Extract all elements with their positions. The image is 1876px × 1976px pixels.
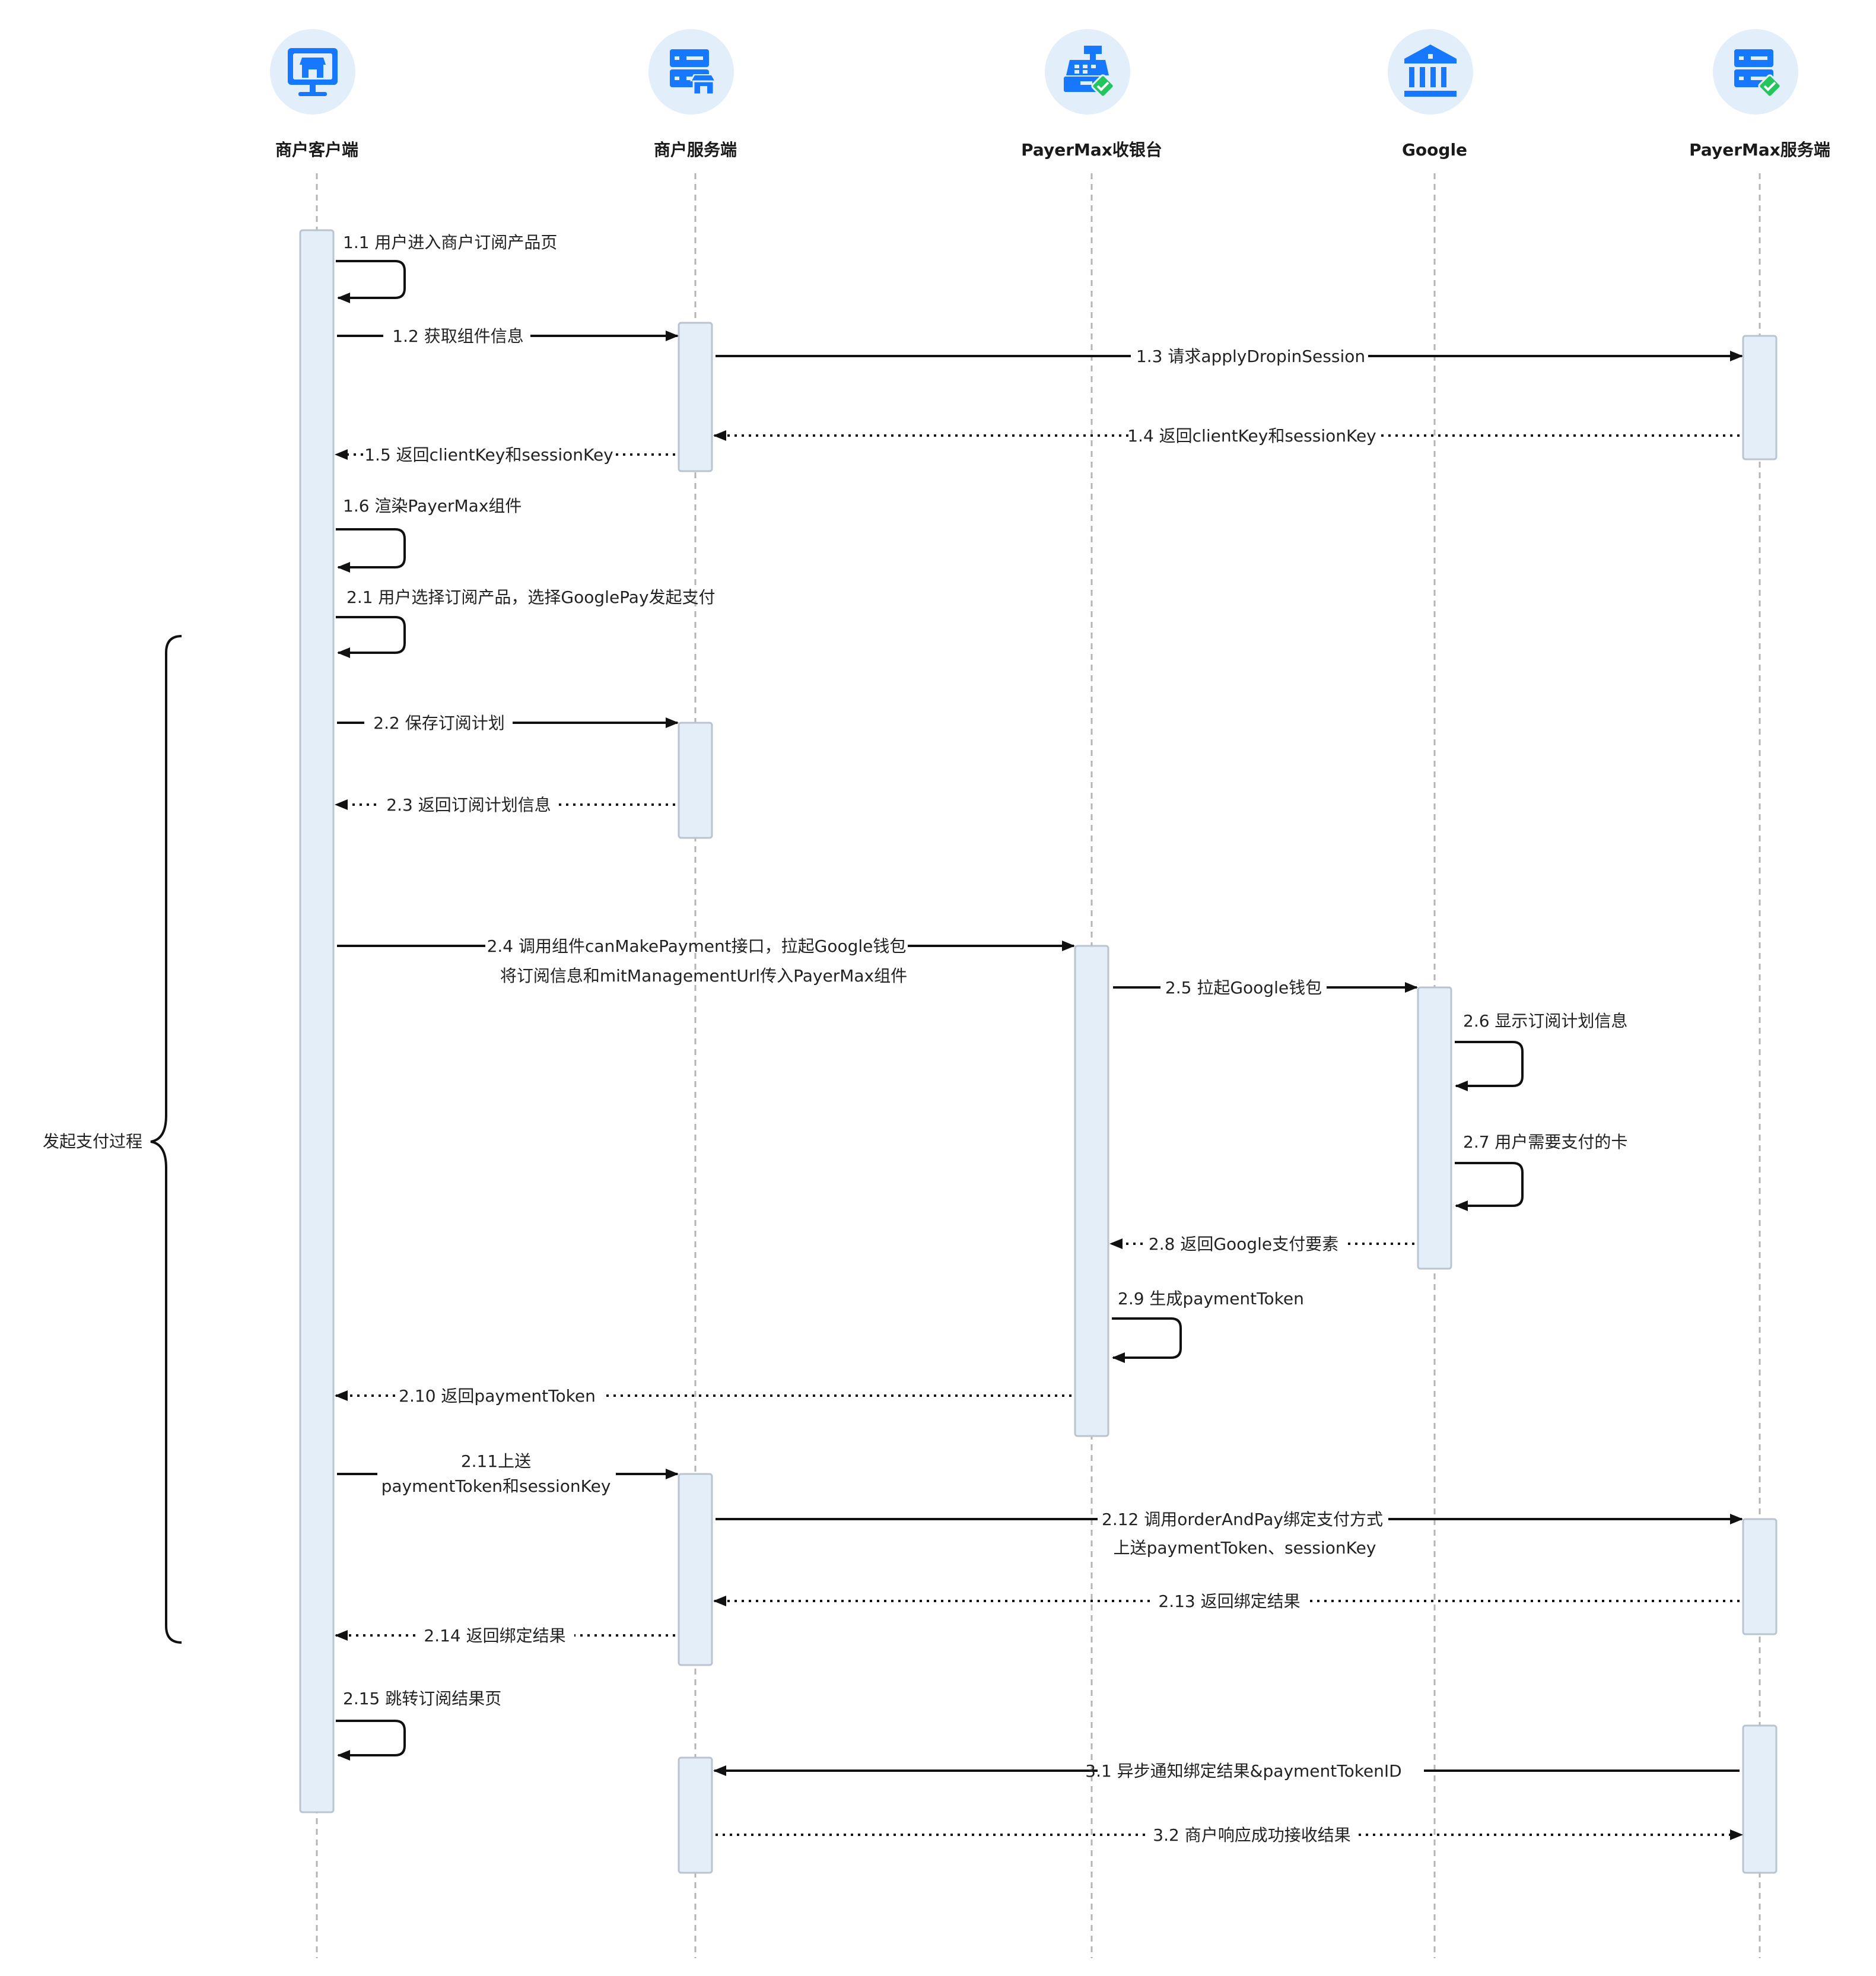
message-label-line2: 将订阅信息和mitManagementUrl传入PayerMax组件 <box>500 966 907 986</box>
message-label: 3.2 商户响应成功接收结果 <box>1153 1825 1350 1845</box>
message-1-1: 1.1 用户进入商户订阅产品页 <box>336 233 557 303</box>
activation-bars <box>299 229 1778 1874</box>
participant-payermax-server: PayerMax服务端 <box>1689 29 1830 160</box>
message-label: 2.15 跳转订阅结果页 <box>343 1689 501 1708</box>
participant-google: Google <box>1388 29 1473 160</box>
message-label: 3.1 异步通知绑定结果&paymentTokenID <box>1085 1761 1401 1781</box>
message-label-line2: 上送paymentToken、sessionKey <box>1114 1538 1376 1558</box>
message-label: 1.6 渲染PayerMax组件 <box>343 496 522 516</box>
activation-payermax-cashier <box>1074 945 1109 1437</box>
message-1-4: 1.4 返回clientKey和sessionKey <box>713 426 1740 446</box>
message-label: 2.1 用户选择订阅产品，选择GooglePay发起支付 <box>346 587 716 607</box>
participant-label: 商户服务端 <box>654 140 737 160</box>
message-label: 2.11上送 <box>461 1451 531 1471</box>
check-icon <box>1091 74 1115 98</box>
message-label: 2.13 返回绑定结果 <box>1158 1591 1300 1611</box>
message-2-15: 2.15 跳转订阅结果页 <box>336 1689 501 1761</box>
message-2-6: 2.6 显示订阅计划信息 <box>1455 1011 1627 1091</box>
message-label: 1.4 返回clientKey和sessionKey <box>1127 426 1376 446</box>
activation-payermax-server <box>1742 1724 1778 1874</box>
message-1-5: 1.5 返回clientKey和sessionKey <box>335 445 675 465</box>
message-3-1: 3.1 异步通知绑定结果&paymentTokenID <box>713 1761 1740 1781</box>
messages: 1.1 用户进入商户订阅产品页 1.2 获取组件信息 1.3 请求applyDr… <box>335 233 1743 1845</box>
group-label: 发起支付过程 <box>43 1132 142 1151</box>
group-brace: 发起支付过程 <box>43 635 182 1644</box>
activation-merchant-server <box>678 722 713 839</box>
message-3-2: 3.2 商户响应成功接收结果 <box>716 1825 1743 1845</box>
message-label: 2.6 显示订阅计划信息 <box>1463 1011 1627 1031</box>
message-label: 2.8 返回Google支付要素 <box>1149 1234 1338 1254</box>
message-label: 2.14 返回绑定结果 <box>424 1626 565 1645</box>
message-label: 1.3 请求applyDropinSession <box>1136 347 1365 366</box>
message-2-3: 2.3 返回订阅计划信息 <box>335 795 675 815</box>
message-2-12: 2.12 调用orderAndPay绑定支付方式 上送paymentToken、… <box>716 1510 1743 1558</box>
message-label: 2.5 拉起Google钱包 <box>1165 978 1322 997</box>
message-label: 1.5 返回clientKey和sessionKey <box>364 445 613 465</box>
message-label: 2.12 调用orderAndPay绑定支付方式 <box>1102 1510 1383 1529</box>
participant-label: PayerMax收银台 <box>1021 140 1162 160</box>
message-2-4: 2.4 调用组件canMakePayment接口，拉起Google钱包 将订阅信… <box>337 936 1075 986</box>
participant-label: PayerMax服务端 <box>1689 140 1830 160</box>
participant-merchant-client: 商户客户端 <box>270 29 358 160</box>
message-label: 2.3 返回订阅计划信息 <box>386 795 551 815</box>
message-arrow <box>336 616 406 658</box>
message-label-line2: paymentToken和sessionKey <box>381 1476 611 1496</box>
message-arrow <box>336 528 406 573</box>
participant-payermax-cashier: PayerMax收银台 <box>1021 29 1162 160</box>
bank-icon <box>1404 45 1457 97</box>
message-2-8: 2.8 返回Google支付要素 <box>1109 1234 1414 1254</box>
message-1-2: 1.2 获取组件信息 <box>337 326 679 346</box>
message-arrow <box>1112 1317 1182 1363</box>
activation-merchant-client <box>299 229 335 1813</box>
message-arrow <box>1455 1041 1524 1091</box>
server-store-icon <box>670 49 716 96</box>
message-arrow <box>1455 1162 1524 1211</box>
message-2-5: 2.5 拉起Google钱包 <box>1113 978 1418 997</box>
message-2-14: 2.14 返回绑定结果 <box>335 1626 675 1645</box>
message-2-2: 2.2 保存订阅计划 <box>337 713 679 733</box>
participant-label: 商户客户端 <box>275 140 358 160</box>
activation-merchant-server <box>678 1756 713 1874</box>
activation-payermax-server <box>1742 1518 1778 1635</box>
message-2-1: 2.1 用户选择订阅产品，选择GooglePay发起支付 <box>336 587 716 658</box>
message-1-6: 1.6 渲染PayerMax组件 <box>336 496 522 573</box>
brace-shape <box>150 635 182 1644</box>
message-label: 2.2 保存订阅计划 <box>373 713 504 733</box>
cash-register-icon <box>1064 46 1115 98</box>
message-label: 1.2 获取组件信息 <box>392 326 523 346</box>
participant-merchant-server: 商户服务端 <box>648 29 737 160</box>
message-2-9: 2.9 生成paymentToken <box>1112 1289 1304 1363</box>
message-label: 2.10 返回paymentToken <box>399 1386 596 1406</box>
message-label: 2.7 用户需要支付的卡 <box>1463 1132 1627 1152</box>
message-2-10: 2.10 返回paymentToken <box>335 1386 1071 1406</box>
message-arrow <box>336 1720 406 1761</box>
activation-google <box>1417 986 1452 1270</box>
message-label: 1.1 用户进入商户订阅产品页 <box>343 233 557 252</box>
message-2-11: 2.11上送 paymentToken和sessionKey <box>337 1451 679 1496</box>
monitor-store-icon <box>288 48 338 96</box>
message-2-13: 2.13 返回绑定结果 <box>713 1591 1740 1611</box>
activation-payermax-server <box>1742 335 1778 460</box>
message-label: 2.9 生成paymentToken <box>1118 1289 1304 1308</box>
server-check-icon <box>1734 49 1782 98</box>
lifelines <box>316 173 1761 1958</box>
message-arrow <box>336 260 406 303</box>
activation-merchant-server <box>678 1473 713 1666</box>
participant-label: Google <box>1402 140 1467 160</box>
message-label: 2.4 调用组件canMakePayment接口，拉起Google钱包 <box>487 936 907 956</box>
message-2-7: 2.7 用户需要支付的卡 <box>1455 1132 1627 1211</box>
check-icon <box>1758 74 1782 98</box>
message-1-3: 1.3 请求applyDropinSession <box>716 347 1743 366</box>
activation-merchant-server <box>678 322 713 472</box>
